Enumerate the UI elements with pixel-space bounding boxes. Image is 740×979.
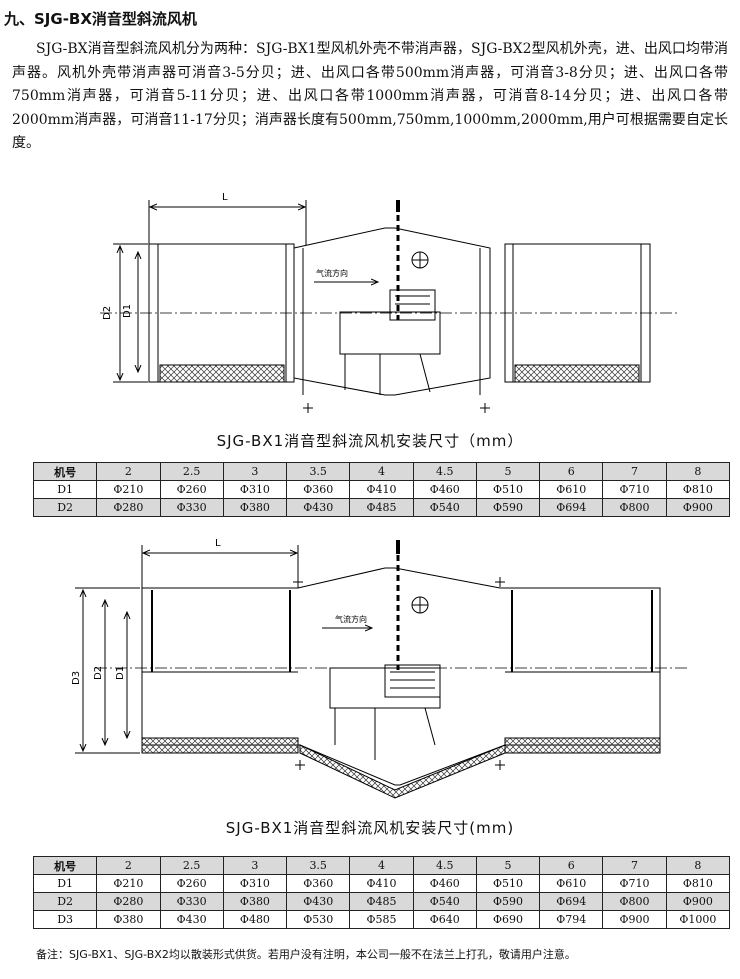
airflow-direction-label: 气流方向 bbox=[335, 614, 367, 624]
table2-cell: Φ380 bbox=[96, 910, 161, 929]
table2-cell: Φ430 bbox=[286, 892, 351, 911]
section-title: 九、SJG-BX消音型斜流风机 bbox=[4, 10, 197, 28]
table2-cell: Φ430 bbox=[159, 910, 224, 929]
table1-cell: Φ330 bbox=[159, 498, 224, 517]
table1-cell: Φ430 bbox=[286, 498, 351, 517]
table2-cell: Φ485 bbox=[349, 892, 414, 911]
footnote: 备注：SJG-BX1、SJG-BX2均以散装形式供货。若用户没有注明，本公司一般… bbox=[36, 948, 576, 961]
table1-header-cell: 3.5 bbox=[286, 462, 351, 481]
table2-cell: Φ1000 bbox=[665, 910, 731, 929]
table1-cell: Φ280 bbox=[96, 498, 161, 517]
table2-cell: Φ260 bbox=[159, 874, 224, 893]
table1-cell: Φ510 bbox=[475, 480, 541, 499]
table2-cell: Φ590 bbox=[475, 892, 541, 911]
caption-table1: SJG-BX1消音型斜流风机安装尺寸（mm） bbox=[216, 432, 524, 450]
d1-dimension-label: D1 bbox=[115, 666, 126, 680]
table2-header-cell: 2 bbox=[96, 856, 161, 875]
table2-cell: Φ330 bbox=[159, 892, 224, 911]
table2-header-cell: 2.5 bbox=[159, 856, 224, 875]
table2-header-cell: 6 bbox=[539, 856, 604, 875]
table1-header-cell: 机号 bbox=[32, 462, 98, 481]
table2-cell: Φ530 bbox=[286, 910, 351, 929]
table2-cell: D1 bbox=[32, 874, 98, 893]
l-dimension-label: L bbox=[222, 192, 228, 203]
table2-cell: D2 bbox=[32, 892, 98, 911]
table2-cell: Φ900 bbox=[665, 892, 731, 911]
table2-cell: Φ800 bbox=[602, 892, 667, 911]
table1-cell: Φ800 bbox=[602, 498, 667, 517]
table2-cell: Φ210 bbox=[96, 874, 161, 893]
table2-cell: Φ694 bbox=[539, 892, 604, 911]
table2-cell: Φ690 bbox=[475, 910, 541, 929]
table1-cell: Φ590 bbox=[475, 498, 541, 517]
table1-header-cell: 6 bbox=[539, 462, 604, 481]
table2-header-cell: 8 bbox=[665, 856, 731, 875]
table1-cell: D2 bbox=[32, 498, 98, 517]
table2-header-cell: 3 bbox=[222, 856, 288, 875]
fan-diagram-bx2: L 气流方向 D3 D2 D1 bbox=[71, 538, 690, 799]
table1-cell: Φ380 bbox=[222, 498, 288, 517]
table1-cell: Φ260 bbox=[159, 480, 224, 499]
table1-cell: Φ210 bbox=[96, 480, 161, 499]
fan-diagram-bx1: L 气流方向 D2 D1 bbox=[100, 192, 680, 413]
table1-cell: Φ694 bbox=[539, 498, 604, 517]
table2-header-cell: 3.5 bbox=[286, 856, 351, 875]
table1-cell: Φ360 bbox=[286, 480, 351, 499]
airflow-direction-label: 气流方向 bbox=[316, 268, 348, 278]
table2-cell: Φ280 bbox=[96, 892, 161, 911]
table2-cell: Φ900 bbox=[602, 910, 667, 929]
table1-header-cell: 2.5 bbox=[159, 462, 224, 481]
table1-cell: D1 bbox=[32, 480, 98, 499]
caption-table2: SJG-BX1消音型斜流风机安装尺寸(mm) bbox=[225, 819, 515, 837]
table1-header-cell: 2 bbox=[96, 462, 161, 481]
table2-header-cell: 4 bbox=[349, 856, 414, 875]
intro-paragraph: SJG-BX消音型斜流风机分为两种：SJG-BX1型风机外壳不带消声器，SJG-… bbox=[12, 41, 728, 152]
table2-cell: Φ810 bbox=[665, 874, 731, 893]
table2-cell: Φ480 bbox=[222, 910, 288, 929]
table2-header-cell: 7 bbox=[602, 856, 667, 875]
table2-cell: Φ794 bbox=[539, 910, 604, 929]
table2-cell: Φ360 bbox=[286, 874, 351, 893]
table1-header-cell: 4.5 bbox=[412, 462, 477, 481]
table2-cell: Φ710 bbox=[602, 874, 667, 893]
table2-header-cell: 机号 bbox=[32, 856, 98, 875]
table1-header-cell: 8 bbox=[665, 462, 731, 481]
table2-cell: Φ540 bbox=[412, 892, 477, 911]
table2-cell: Φ410 bbox=[349, 874, 414, 893]
table2-cell: Φ640 bbox=[412, 910, 477, 929]
table1-header-cell: 5 bbox=[475, 462, 541, 481]
d3-dimension-label: D3 bbox=[71, 671, 82, 685]
table2-cell: D3 bbox=[32, 910, 98, 929]
table1-cell: Φ610 bbox=[539, 480, 604, 499]
table1-cell: Φ540 bbox=[412, 498, 477, 517]
table1-cell: Φ900 bbox=[665, 498, 731, 517]
table2-header-cell: 4.5 bbox=[412, 856, 477, 875]
d2-dimension-label: D2 bbox=[102, 306, 113, 320]
table2-cell: Φ380 bbox=[222, 892, 288, 911]
d2-dimension-label: D2 bbox=[93, 666, 104, 680]
table1-cell: Φ710 bbox=[602, 480, 667, 499]
table1-header-cell: 4 bbox=[349, 462, 414, 481]
dimension-table-bx1: 机号 2 2.5 3 3.5 4 4.5 5 6 7 8 D1 Φ210 Φ26… bbox=[32, 462, 731, 517]
table2-header-cell: 5 bbox=[475, 856, 541, 875]
table1-cell: Φ410 bbox=[349, 480, 414, 499]
table1-cell: Φ310 bbox=[222, 480, 288, 499]
table2-cell: Φ460 bbox=[412, 874, 477, 893]
table1-header-cell: 3 bbox=[222, 462, 288, 481]
table1-cell: Φ460 bbox=[412, 480, 477, 499]
table1-cell: Φ810 bbox=[665, 480, 731, 499]
table2-cell: Φ585 bbox=[349, 910, 414, 929]
d1-dimension-label: D1 bbox=[122, 304, 133, 318]
table2-cell: Φ510 bbox=[475, 874, 541, 893]
dimension-table-bx2: 机号 2 2.5 3 3.5 4 4.5 5 6 7 8 D1 Φ210 Φ26… bbox=[32, 856, 731, 929]
l-dimension-label: L bbox=[215, 538, 221, 549]
table1-header-cell: 7 bbox=[602, 462, 667, 481]
table2-cell: Φ610 bbox=[539, 874, 604, 893]
table1-cell: Φ485 bbox=[349, 498, 414, 517]
table2-cell: Φ310 bbox=[222, 874, 288, 893]
